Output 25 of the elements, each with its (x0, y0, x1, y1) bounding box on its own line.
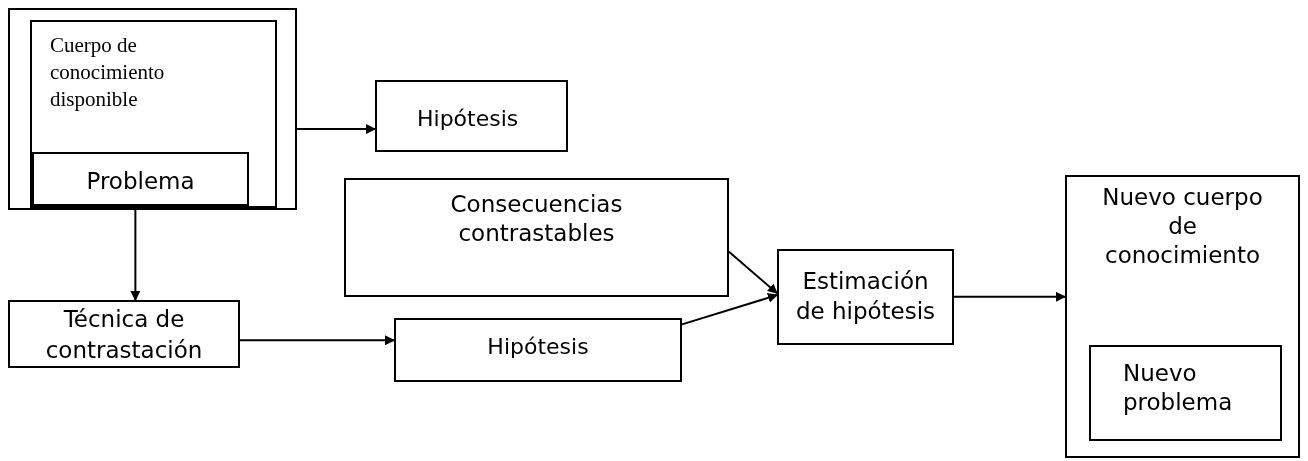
box-label: Hipótesis (416, 105, 520, 133)
process-box (1065, 175, 1300, 458)
arrow (296, 124, 376, 135)
arrow (239, 335, 395, 346)
process-box (32, 152, 249, 206)
process-box (30, 20, 277, 208)
box-label: Estimación de hipótesis (794, 267, 937, 326)
process-box (8, 8, 297, 210)
box-label: Cuerpo de conocimiento disponible (49, 32, 166, 113)
box-label: Nuevo problema (1122, 359, 1234, 417)
box-label: Nuevo cuerpo de conocimiento (1101, 183, 1264, 270)
process-box (8, 300, 240, 368)
box-label: Técnica de contrastación (44, 305, 204, 365)
process-box (344, 178, 729, 297)
arrow (681, 292, 778, 326)
process-box (394, 318, 682, 382)
arrow (130, 209, 141, 301)
box-label: Consecuencias contrastables (449, 190, 624, 248)
box-label: Hipótesis (486, 333, 590, 361)
process-box (777, 249, 954, 345)
box-label: Problema (85, 167, 196, 196)
arrow (728, 250, 778, 295)
arrow (953, 291, 1066, 302)
process-box (375, 80, 568, 152)
process-box (1089, 345, 1282, 441)
